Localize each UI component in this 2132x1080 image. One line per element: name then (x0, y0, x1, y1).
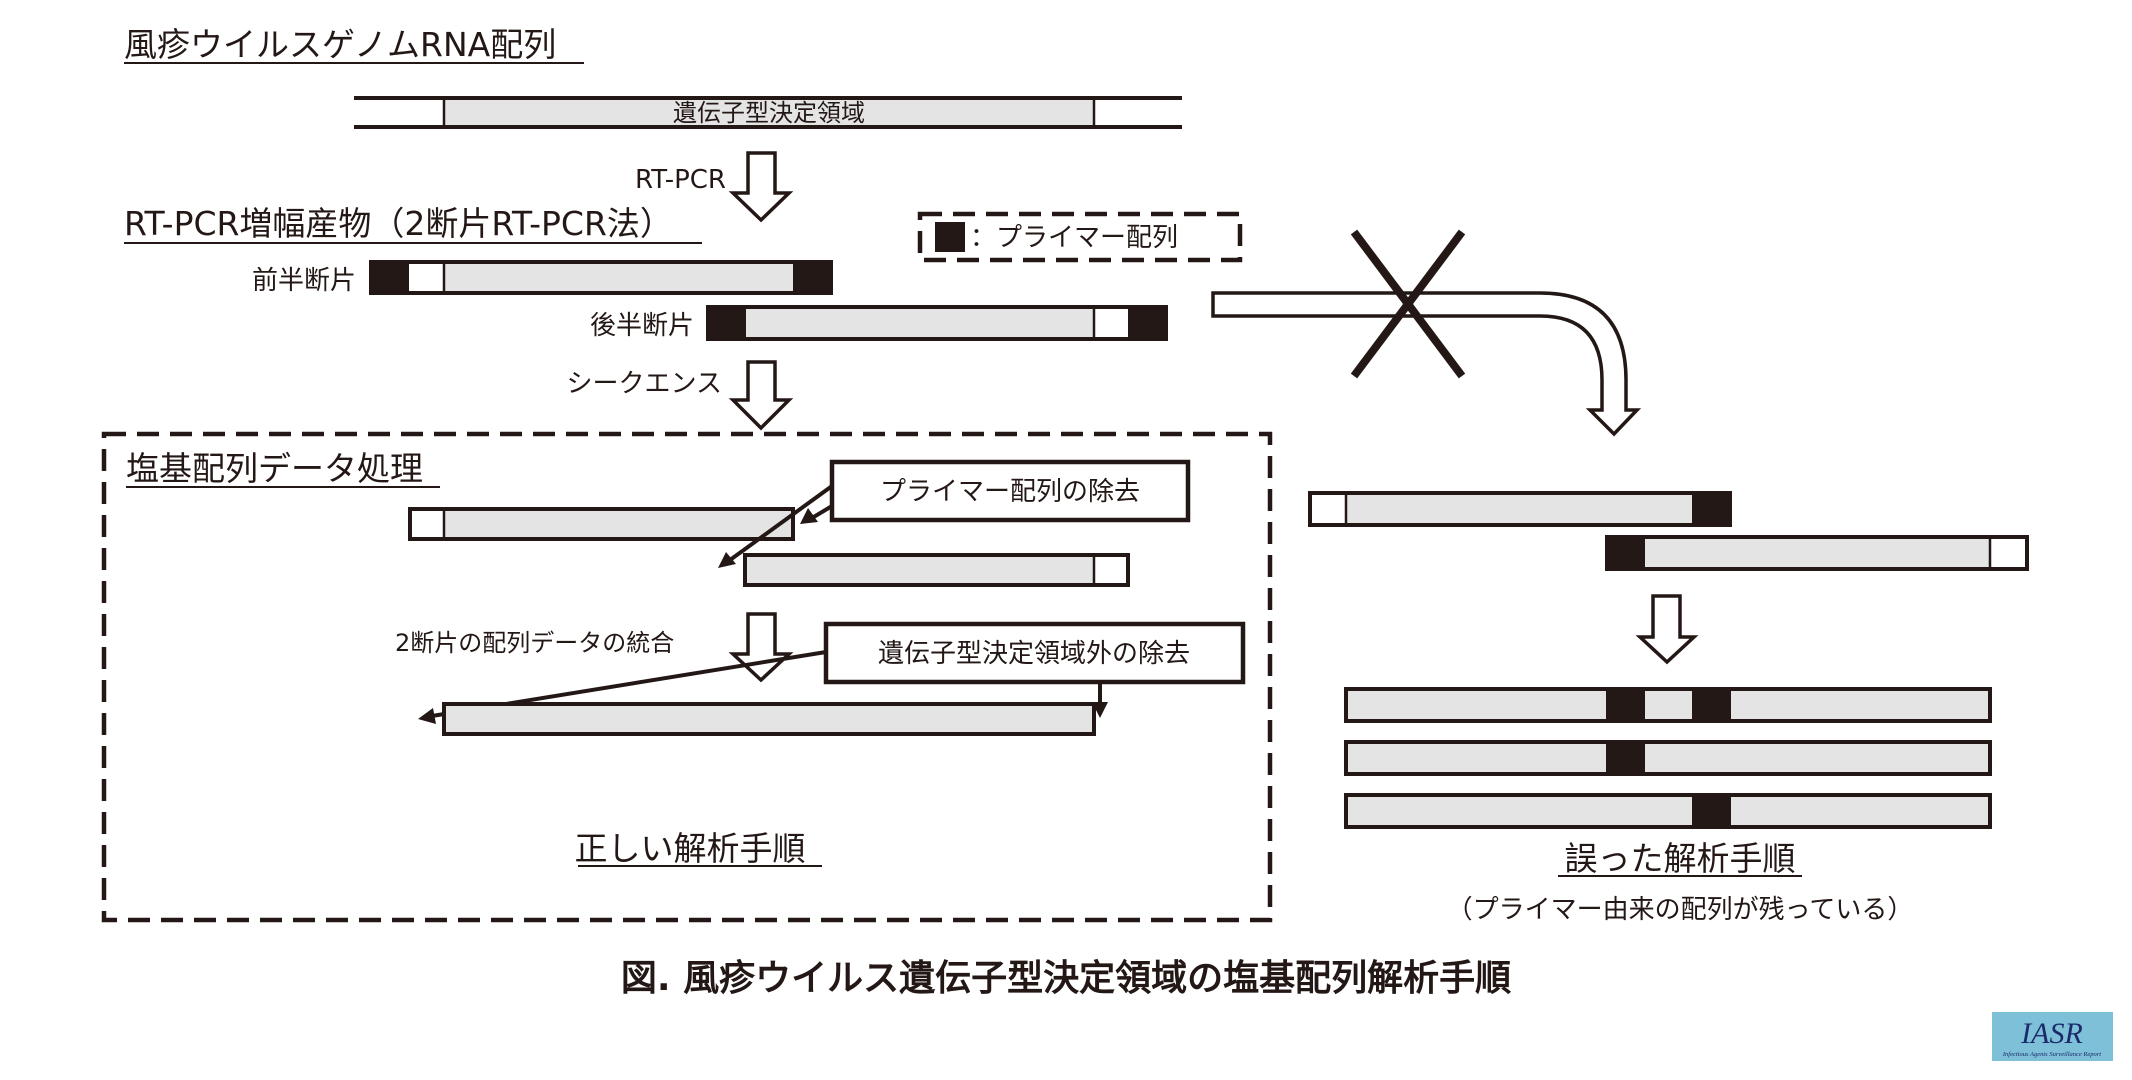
legend: ：プライマー配列 (917, 211, 1243, 263)
primer-block (1692, 688, 1731, 722)
pointer-line (728, 484, 834, 562)
outside-region (1310, 494, 1346, 524)
primer-block (1606, 536, 1645, 570)
primer-block (1128, 306, 1167, 340)
primer-block (793, 261, 832, 294)
sequencing-label: シークエンス (567, 369, 722, 399)
wrong-procedure-note: （プライマー由来の配列が残っている） (1447, 895, 1914, 925)
trimmed-front-bar (408, 507, 795, 541)
bar-outline (1308, 491, 1732, 527)
region-segment (745, 555, 1094, 585)
wrong-result-bar (1344, 793, 1992, 829)
data-processing-box (101, 431, 1273, 923)
front-fragment-bar (369, 260, 833, 295)
legend-label: ：プライマー配列 (970, 223, 1178, 253)
outside-region (410, 509, 444, 539)
bar-outline (1605, 535, 2029, 571)
bar-outline (1344, 687, 1992, 723)
legend-box (917, 211, 1243, 263)
pointer-line (810, 504, 834, 520)
sequencing-step: シークエンス (567, 360, 794, 431)
primer-block (1606, 741, 1645, 775)
logo-text: IASR (2020, 1017, 2083, 1050)
wrong-procedure-label: 誤った解析手順 (1565, 839, 1796, 878)
primer-removal-callout (829, 459, 1191, 523)
genome-bar: 遺伝子型決定領域 (354, 96, 1182, 129)
logo-subtitle: Infectious Agents Surveillance Report (2002, 1051, 2101, 1058)
amplicon-section: RT-PCR増幅産物（2断片RT-PCR法） 前半断片 後半断片 (124, 204, 1168, 341)
down-arrow-icon (728, 612, 794, 683)
logo-background (1992, 1012, 2113, 1061)
bar-outline (743, 553, 1130, 587)
merge-label: 2断片の配列データの統合 (395, 629, 674, 657)
region-segment (1645, 538, 1990, 568)
outside-region (409, 263, 444, 292)
bar-outline (408, 507, 795, 541)
front-fragment-label: 前半断片 (252, 266, 356, 296)
genome-section: 風疹ウイルスゲノムRNA配列 遺伝子型決定領域 (124, 25, 1182, 129)
primer-block (1692, 492, 1731, 526)
data-processing-title: 塩基配列データ処理 (126, 449, 423, 488)
outside-removal-label: 遺伝子型決定領域外の除去 (878, 639, 1190, 669)
region-segment (1346, 690, 1990, 720)
bar-outline (1344, 740, 1992, 776)
trimmed-back-bar (743, 553, 1130, 587)
figure-caption: 図. 風疹ウイルス遺伝子型決定領域の塩基配列解析手順 (621, 957, 1511, 999)
bar-outline (369, 260, 833, 295)
primer-legend-swatch (935, 222, 965, 252)
merged-sequence-bar (442, 702, 1096, 736)
outside-removal-callout (823, 621, 1246, 685)
arrowhead-icon (418, 708, 436, 724)
genotyping-region (444, 98, 1094, 127)
down-arrow-icon (728, 151, 794, 223)
outside-region (1990, 538, 2026, 568)
untrimmed-front-bar (1308, 491, 1732, 527)
rt-pcr-step: RT-PCR (635, 151, 794, 223)
region-segment (444, 704, 1094, 734)
region-segment (1346, 796, 1990, 826)
curved-arrow-icon (1211, 291, 1642, 437)
amplicon-title: RT-PCR増幅産物（2断片RT-PCR法） (124, 204, 673, 243)
genotyping-region-label: 遺伝子型決定領域 (673, 99, 865, 127)
outside-region (1094, 308, 1128, 338)
outside-region (1094, 555, 1128, 585)
primer-removal-label: プライマー配列の除去 (880, 477, 1140, 507)
back-fragment-bar (706, 305, 1168, 341)
wrong-result-bar (1344, 740, 1992, 776)
region-segment (1346, 494, 1692, 524)
region-segment (746, 308, 1094, 338)
down-arrow-icon (1635, 594, 1699, 665)
iasr-logo: IASR Infectious Agents Surveillance Repo… (1992, 1012, 2113, 1061)
arrowhead-icon (718, 552, 736, 568)
bar-outline (706, 305, 1168, 341)
wrong-result-bar (1344, 687, 1992, 723)
untrimmed-back-bar (1605, 535, 2029, 571)
arrowhead-icon (800, 508, 818, 524)
primer-block (1606, 688, 1645, 722)
region-segment (444, 263, 793, 292)
wrong-procedure-panel: 誤った解析手順 （プライマー由来の配列が残っている） (1211, 229, 2029, 925)
bar-outline (1344, 793, 1992, 829)
x-stroke (1350, 229, 1466, 379)
x-mark-icon (1350, 229, 1466, 379)
region-segment (1346, 743, 1990, 773)
bar-outline (442, 702, 1096, 736)
rt-pcr-label: RT-PCR (635, 165, 726, 195)
correct-procedure-panel: 塩基配列データ処理 プライマー配列の除去 2断片の配列データの統合 遺伝子型決定… (101, 431, 1273, 923)
region-segment (444, 509, 793, 539)
genome-title: 風疹ウイルスゲノムRNA配列 (124, 25, 556, 64)
correct-procedure-label: 正しい解析手順 (575, 829, 806, 868)
down-arrow-icon (728, 360, 794, 431)
primer-block (1692, 794, 1731, 828)
primer-block (370, 261, 409, 294)
primer-block (707, 306, 746, 340)
back-fragment-label: 後半断片 (590, 311, 694, 341)
